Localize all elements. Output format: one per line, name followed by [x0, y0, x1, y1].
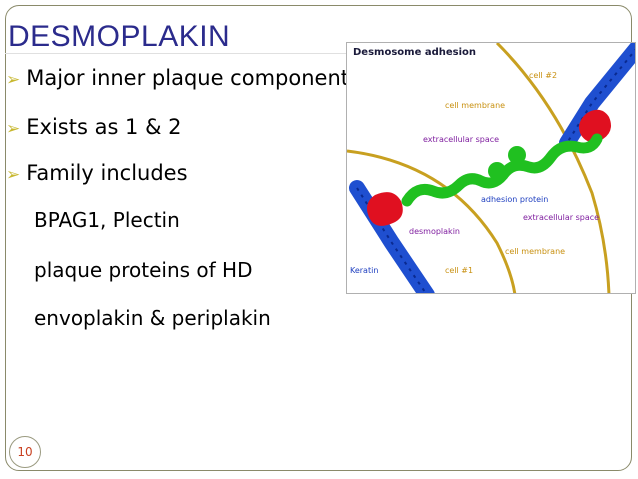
label-desmoplakin: desmoplakin: [409, 227, 460, 236]
slide-title: DESMOPLAKIN: [8, 20, 231, 53]
title-divider: [5, 53, 625, 54]
sub-item: BPAG1, Plectin: [34, 208, 180, 232]
bullet-text: Major inner plaque component: [26, 66, 349, 90]
cell-membrane-top: [495, 43, 611, 293]
bullet-text: Exists as 1 & 2: [26, 115, 182, 139]
keratin-filament-top: [559, 43, 635, 151]
label-adhesion-protein: adhesion protein: [481, 195, 549, 204]
bullet-text: Family includes: [26, 161, 188, 185]
bullet-arrow-icon: ➢: [6, 165, 21, 185]
adhesion-protein-node: [488, 162, 506, 180]
sub-item: plaque proteins of HD: [34, 258, 253, 282]
desmosome-illustration: [347, 43, 635, 293]
desmosome-figure: Desmosome adhesion cell #2 cell membrane…: [346, 42, 636, 294]
label-cell1: cell #1: [445, 266, 474, 275]
desmoplakin-bottom: [367, 192, 403, 226]
sub-item: envoplakin & periplakin: [34, 306, 271, 330]
bullet-item: ➢Exists as 1 & 2: [6, 115, 182, 139]
label-extracellular-top: extracellular space: [423, 135, 500, 144]
page-number: 10: [9, 436, 41, 468]
bullet-item: ➢Family includes: [6, 161, 188, 185]
label-extracellular-bottom: extracellular space: [523, 213, 600, 222]
bullet-arrow-icon: ➢: [6, 119, 21, 139]
cell-membrane-bottom: [347, 149, 517, 293]
label-cell-membrane-top: cell membrane: [445, 101, 506, 110]
figure-title: Desmosome adhesion: [353, 47, 477, 58]
adhesion-protein-node: [508, 146, 526, 164]
label-cell-membrane-bottom: cell membrane: [505, 247, 566, 256]
label-keratin: Keratin: [350, 266, 379, 275]
bullet-arrow-icon: ➢: [6, 70, 21, 90]
desmoplakin-top: [579, 109, 611, 143]
label-cell2: cell #2: [529, 71, 558, 80]
bullet-item: ➢Major inner plaque component: [6, 66, 349, 90]
